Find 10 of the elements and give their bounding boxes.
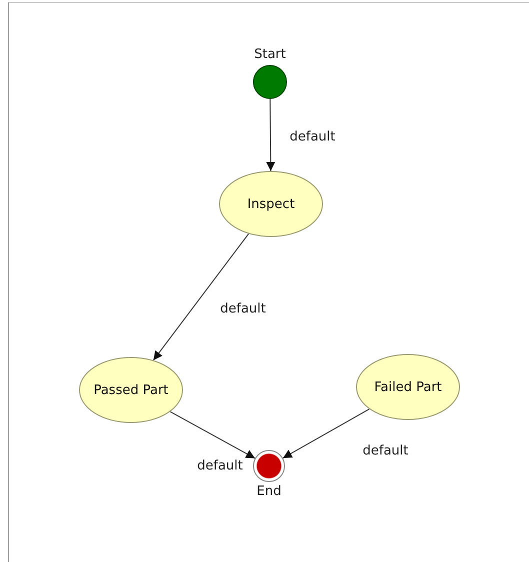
edge-label: default: [362, 443, 410, 458]
node-label: End: [256, 484, 282, 500]
arrow: [170, 411, 256, 459]
state-ellipse: Failed Part: [356, 354, 460, 420]
arrow: [266, 98, 276, 172]
arrow: [152, 233, 250, 361]
state-ellipse: Inspect: [219, 171, 323, 237]
node-label: Start: [254, 47, 286, 63]
arrow: [282, 408, 370, 459]
state-ellipse: Passed Part: [79, 357, 183, 423]
